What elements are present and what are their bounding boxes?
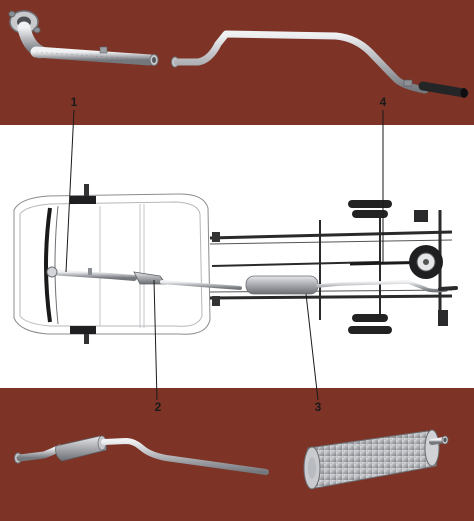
part-2-middle-pipe-image [14,435,269,475]
callout-3-label: 3 [315,400,322,414]
vehicle-chassis-outline [13,184,453,344]
callout-leaders [65,109,384,401]
part-1-front-pipe-image [8,10,159,66]
callout-2-label: 2 [155,400,162,414]
callout-1-label: 1 [71,95,78,109]
top-panel [0,0,474,125]
part-3-silencer-image [303,429,449,490]
exhaust-assembly [46,266,458,295]
callout-4-label: 4 [380,95,387,109]
part-4-tail-pipe-image [171,30,469,98]
